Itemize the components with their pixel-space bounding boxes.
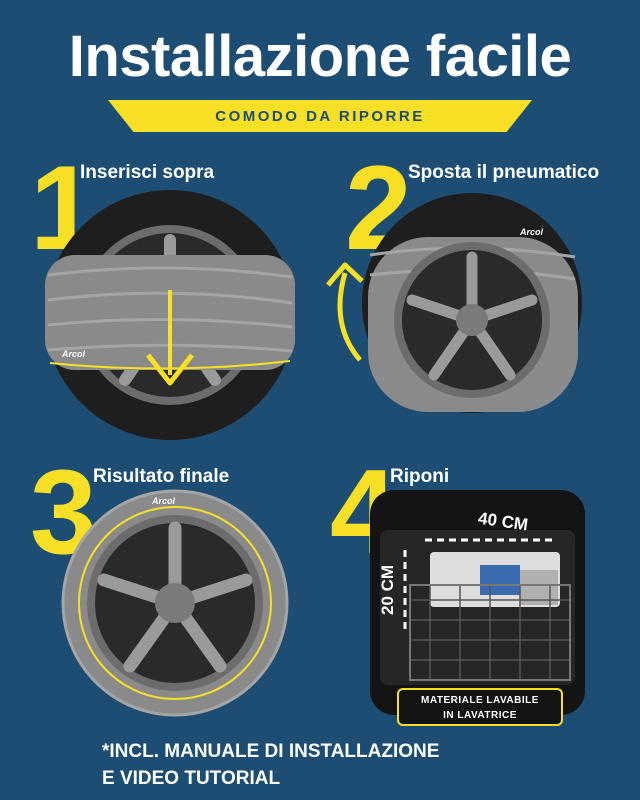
down-arrow-icon [146, 290, 194, 386]
washable-badge-line1: MATERIALE LAVABILE [421, 695, 539, 706]
footnote-line2: E VIDEO TUTORIAL [102, 768, 281, 789]
footnote-line1: *INCL. MANUALE DI INSTALLAZIONE [102, 741, 440, 762]
step-2-tire-image: Arcol [362, 193, 582, 413]
step-3-tire-image: Arcol [61, 489, 289, 717]
washable-badge: MATERIALE LAVABILE IN LAVATRICE [397, 688, 563, 726]
step-2-brand-label: Arcol [519, 227, 544, 237]
footnote: *INCL. MANUALE DI INSTALLAZIONE E VIDEO … [102, 738, 542, 792]
step-3-brand-label: Arcol [151, 496, 176, 506]
step-2-label: Sposta il pneumatico [408, 162, 600, 183]
washable-badge-line2: IN LAVATRICE [443, 710, 517, 721]
step-3-label: Risultato finale [93, 466, 230, 487]
subtitle-banner: COMODO DA RIPORRE [108, 100, 532, 132]
step-1-tire-image: Arcol [45, 190, 295, 440]
step-4-label: Riponi [390, 466, 450, 487]
step-1-label: Inserisci sopra [80, 162, 215, 183]
height-dimension-label: 20 CM [378, 564, 397, 615]
trunk-storage-image [370, 490, 585, 715]
curved-up-arrow-icon [326, 262, 364, 362]
subtitle-text: COMODO DA RIPORRE [215, 107, 425, 125]
page-title: Installazione facile [68, 24, 572, 89]
step-1-brand-label: Arcol [61, 349, 86, 359]
